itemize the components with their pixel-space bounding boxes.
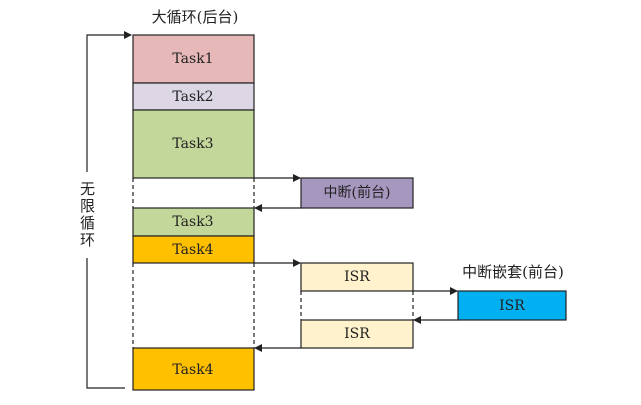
task3-resume-label: Task3	[172, 214, 213, 230]
nested-isr-label: ISR	[499, 298, 525, 314]
loop-label: 无限循环	[78, 181, 96, 249]
loop-label-bg	[78, 172, 96, 258]
isr-label: ISR	[344, 269, 370, 285]
task1-label: Task1	[172, 51, 213, 67]
task3-block	[132, 109, 255, 179]
nested-isr-block	[457, 290, 567, 321]
interrupt-block	[300, 177, 414, 209]
isr-resume-label: ISR	[344, 326, 370, 342]
main-loop-title: 大循环(后台)	[152, 8, 239, 26]
task4-block	[132, 235, 255, 264]
interrupt-label: 中断(前台)	[324, 184, 391, 201]
task4-resume-block	[132, 347, 255, 391]
task3-resume-block	[132, 207, 255, 237]
nested-interrupt-title: 中断嵌套(前台)	[462, 263, 564, 281]
task3-label: Task3	[172, 136, 213, 152]
task4-resume-label: Task4	[172, 362, 213, 378]
isr-block	[300, 262, 414, 292]
task4-label: Task4	[172, 242, 213, 258]
isr-resume-block	[300, 319, 414, 349]
task1-block	[132, 34, 255, 84]
task2-label: Task2	[172, 89, 213, 105]
